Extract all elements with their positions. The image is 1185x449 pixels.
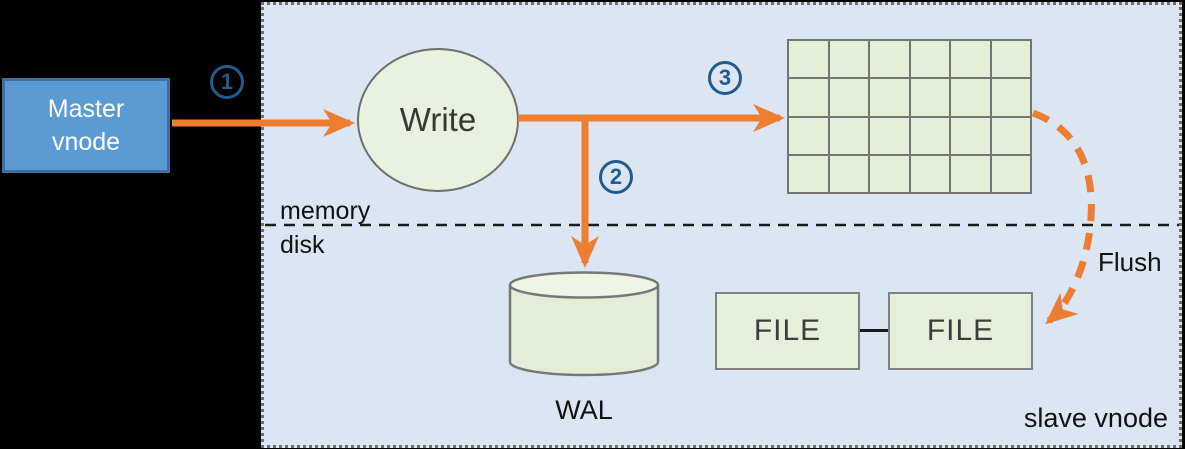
memtable-cell <box>789 117 828 154</box>
slave-vnode-label: slave vnode <box>1023 403 1168 433</box>
step-2-number: 2 <box>609 164 623 189</box>
master-vnode-label-line2: vnode <box>51 127 121 156</box>
master-vnode-box: Master vnode <box>2 78 170 173</box>
memory-layer-label: memory <box>280 197 371 225</box>
memtable-cell <box>910 41 949 78</box>
step-1-number: 1 <box>220 69 234 94</box>
wal-cylinder-icon <box>508 271 660 377</box>
master-vnode-label-line1: Master <box>47 95 125 123</box>
memtable-cell <box>789 155 828 192</box>
memtable-cell <box>910 155 949 192</box>
step-2-badge: 2 <box>599 160 633 194</box>
file-connector-line <box>860 329 888 332</box>
memtable-cell <box>991 117 1030 154</box>
wal-label: WAL <box>555 395 613 425</box>
disk-layer-label: disk <box>280 231 325 259</box>
write-node-label: Write <box>399 101 477 138</box>
memtable-cell <box>789 41 828 78</box>
slave-vnode-panel: Write memory disk 2 3 WAL FILE FILE Flus… <box>261 2 1182 448</box>
memtable-cell <box>951 117 990 154</box>
memtable-cell <box>829 79 868 116</box>
file-box-1-label: FILE <box>753 314 822 347</box>
step-3-badge: 3 <box>708 61 742 95</box>
memtable-cell <box>829 155 868 192</box>
memtable-cell <box>910 117 949 154</box>
step-1-badge: 1 <box>210 65 244 99</box>
file-box-1: FILE <box>715 292 860 370</box>
file-box-2: FILE <box>888 292 1033 370</box>
memtable-cell <box>870 79 909 116</box>
step-3-number: 3 <box>718 65 732 90</box>
memtable-cell <box>951 41 990 78</box>
memtable-cell <box>991 79 1030 116</box>
memtable-cell <box>870 41 909 78</box>
memtable-cell <box>910 79 949 116</box>
write-node: Write <box>357 48 519 192</box>
file-box-2-label: FILE <box>926 314 995 347</box>
memtable-cell <box>951 155 990 192</box>
memtable-cell <box>829 117 868 154</box>
memtable-cell <box>991 155 1030 192</box>
memtable-cell <box>870 117 909 154</box>
memtable-cell <box>829 41 868 78</box>
memtable-cell <box>951 79 990 116</box>
memtable-cell <box>991 41 1030 78</box>
flush-label: Flush <box>1098 247 1162 277</box>
memtable-grid <box>787 39 1032 194</box>
memtable-cell <box>870 155 909 192</box>
memtable-cell <box>789 79 828 116</box>
